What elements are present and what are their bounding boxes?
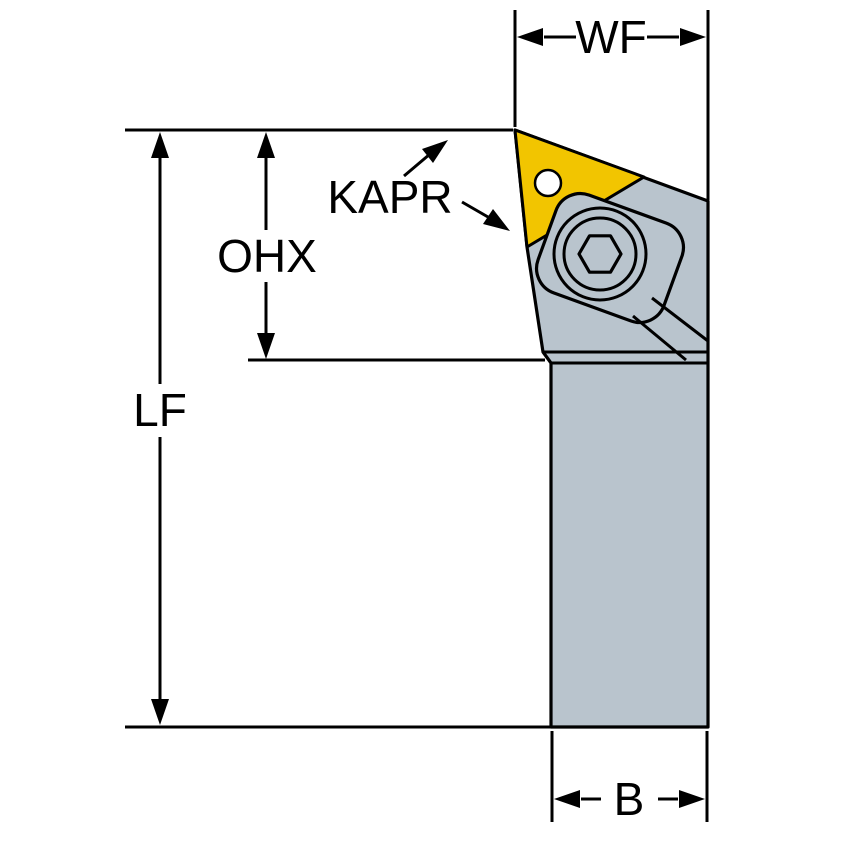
b-arrow-right-icon (679, 790, 705, 808)
kapr-leader-line-upper (403, 152, 431, 178)
kapr-label: KAPR (327, 171, 452, 223)
ohx-arrow-up-icon (257, 132, 275, 158)
wf-arrow-right-icon (680, 28, 706, 46)
kapr-arrow-upper-icon (422, 140, 448, 163)
hex-socket-icon (577, 234, 623, 274)
wf-arrow-left-icon (517, 28, 543, 46)
b-arrow-left-icon (554, 790, 580, 808)
ohx-arrow-down-icon (257, 333, 275, 359)
b-label: B (614, 773, 645, 825)
insert-hole (533, 168, 563, 198)
kapr-arrow-lower-icon (483, 209, 510, 231)
lf-arrow-down-icon (151, 699, 169, 725)
lf-arrow-up-icon (151, 132, 169, 158)
clamp-screw-inner-circle (562, 216, 638, 292)
wf-label: WF (575, 11, 647, 63)
clamp-arm-line-upper (651, 296, 709, 343)
lf-label: LF (133, 384, 187, 436)
kapr-leader-line-lower (461, 200, 489, 219)
ohx-label: OHX (217, 230, 317, 282)
clamp-arm-line-lower (632, 314, 687, 362)
clamp-screw-outer-circle (552, 206, 648, 302)
